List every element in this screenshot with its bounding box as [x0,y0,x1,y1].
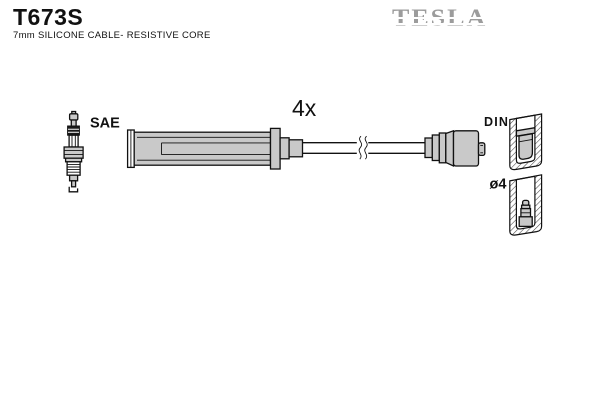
din-label: DIN [484,115,509,129]
cable-break-gap [356,140,369,156]
spark-plug-illustration [63,110,84,193]
terminal-cross-section [509,174,543,236]
part-number: T673S [13,4,84,30]
tesla-brand-logo: TESLA [392,6,494,34]
quantity-label: 4x [292,95,317,121]
cable-illustration [302,135,425,160]
cable-break-symbol [364,135,368,160]
product-description: 7mm SILICONE CABLE- RESISTIVE CORE [13,30,211,41]
distributor-connector-illustration [424,129,486,168]
terminal-diameter-label: ø4 [490,177,507,193]
logo-stripe [392,23,494,26]
logo-stripe [392,17,494,20]
din-terminal-cross-section [509,113,543,171]
cable-break-symbol [358,135,363,160]
plug-boot-illustration [126,127,304,170]
sae-label: SAE [90,116,120,132]
